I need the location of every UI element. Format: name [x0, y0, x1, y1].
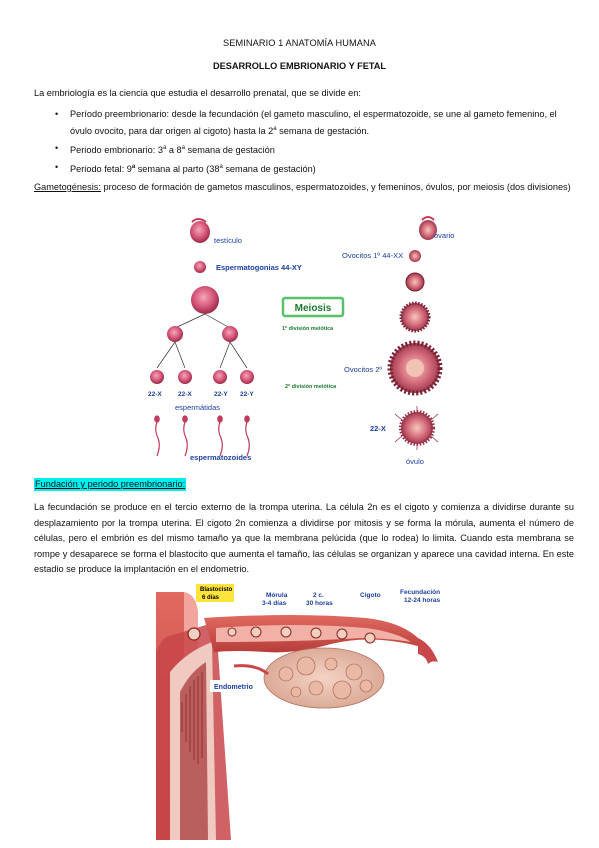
ovum-cell	[394, 406, 439, 450]
list-item: •Periodo fetal: 9a semana al parto (38a …	[55, 160, 570, 177]
endometrium-glands	[181, 672, 203, 764]
intro-paragraph: La embriología es la ciencia que estudia…	[34, 88, 361, 98]
ovario-label: ovario	[434, 231, 454, 240]
bullet-icon: •	[55, 109, 59, 119]
blastocisto-label: Blastocisto	[200, 587, 233, 593]
gametogenesis-diagram: testículo Espermatogonias 44-XY 22-X 22-…	[148, 216, 454, 466]
espermatidas-label: espermátidas	[175, 403, 220, 412]
chromosome-label: 22-X	[148, 391, 162, 398]
superscript: a	[273, 126, 277, 133]
spermatid-cell	[150, 370, 164, 384]
period-list: • Período preembrionario: desde la fecund…	[55, 107, 570, 179]
chromosome-label: 22-Y	[214, 391, 228, 398]
spermatid-cell	[240, 370, 254, 384]
fecundacion-label: Fecundación	[400, 589, 440, 596]
bullet-text: Período preembrionario: desde la fecunda…	[70, 109, 557, 137]
division-2-label: 2ª división meiótica	[285, 383, 337, 390]
meiosis-box	[281, 296, 345, 318]
bullet-text: semana de gestación	[184, 145, 275, 156]
fundacion-paragraph: La fecundación se produce en el tercio e…	[34, 502, 574, 574]
primary-spermatocyte	[191, 286, 219, 314]
secondary-spermatocyte	[167, 326, 183, 342]
fimbriae	[418, 638, 438, 664]
bullet-text: semana de gestación)	[222, 164, 316, 175]
chromosome-label: 22-X	[178, 391, 192, 398]
bullet-icon: •	[55, 162, 59, 173]
document-subtitle: DESARROLLO EMBRIONARIO Y FETAL	[212, 61, 387, 71]
spermatid-cell	[178, 370, 192, 384]
zygote-cell	[336, 628, 348, 640]
list-item: • Período preembrionario: desde la fecund…	[55, 107, 570, 140]
superscript: a	[181, 145, 185, 152]
primary-oocyte	[405, 272, 425, 292]
blastocisto-tag: Blastocisto 6 días	[196, 584, 234, 602]
spermatid-cell	[213, 370, 227, 384]
spermatogonia-cell	[194, 261, 206, 273]
secondary-oocyte	[406, 359, 424, 377]
bullet-icon: •	[55, 143, 59, 154]
two-cell-label: 2 c.	[313, 592, 324, 599]
document-title: SEMINARIO 1 ANATOMÍA HUMANA	[223, 38, 376, 48]
endometrio-label: Endometrio	[214, 684, 253, 691]
fertilization-cell	[364, 632, 376, 644]
blastocisto-days: 6 días	[202, 595, 220, 601]
gametogenesis-term: Gametogénesis:	[34, 182, 101, 192]
ovary-icon	[419, 216, 437, 240]
two-cell-hours: 30 horas	[306, 600, 333, 607]
embryo-stages	[187, 626, 376, 644]
testis-icon	[190, 218, 210, 243]
ovarian-ligament	[233, 664, 269, 676]
ovulo-chromosome-label: 22-X	[370, 424, 386, 433]
two-cell-stage	[310, 627, 322, 639]
primary-follicle	[399, 301, 431, 333]
bullet-text: a 8	[166, 145, 182, 156]
superscript: a	[162, 145, 167, 152]
bullet-text: Periodo fetal: 9	[70, 164, 132, 175]
cigoto-label: Cigoto	[360, 592, 381, 599]
chromosome-label: 22-Y	[240, 391, 254, 398]
morula-days: 3-4 días	[262, 600, 287, 607]
ovocitos2-label: Ovocitos 2º	[344, 365, 382, 374]
morula-cell	[227, 627, 237, 637]
meiosis-label: Meiosis	[295, 303, 332, 314]
blastocyst-cell	[187, 627, 201, 641]
fertilization-diagram: Blastocisto 6 días Mórula 3-4 días 2 c. …	[156, 582, 444, 840]
gametogenesis-text: proceso de formación de gametos masculin…	[100, 182, 571, 192]
section-heading-fundacion: Fundación y periodo preembrionario:	[34, 478, 187, 491]
morula-label: Mórula	[266, 592, 288, 599]
espermatogonias-label: Espermatogonias 44-XY	[216, 263, 302, 272]
bullet-text: Periodo embrionario: 3	[70, 145, 163, 156]
gametogenesis-paragraph: Gametogénesis: proceso de formación de g…	[34, 180, 579, 196]
morula-cell	[250, 626, 262, 638]
fecundacion-hours: 12-24 horas	[404, 597, 441, 604]
testiculo-label: testículo	[214, 236, 242, 245]
bullet-text: semana al parto (38	[135, 164, 220, 175]
division-1-label: 1ª división meiótica	[282, 325, 334, 332]
sperm-icons	[154, 415, 250, 457]
oogonium-cell	[409, 250, 421, 262]
ovulo-label: óvulo	[406, 457, 424, 466]
superscript: a	[219, 164, 223, 171]
espermatozoides-label: espermatozoides	[190, 453, 251, 462]
morula-cell	[280, 626, 292, 638]
secondary-spermatocyte	[222, 326, 238, 342]
superscript: a	[131, 164, 136, 171]
ovocitos1-label: Ovocitos 1º 44-XX	[342, 251, 403, 260]
list-item: •Periodo embrionario: 3a a 8a semana de …	[55, 141, 570, 158]
bullet-text: semana de gestación.	[276, 126, 370, 137]
